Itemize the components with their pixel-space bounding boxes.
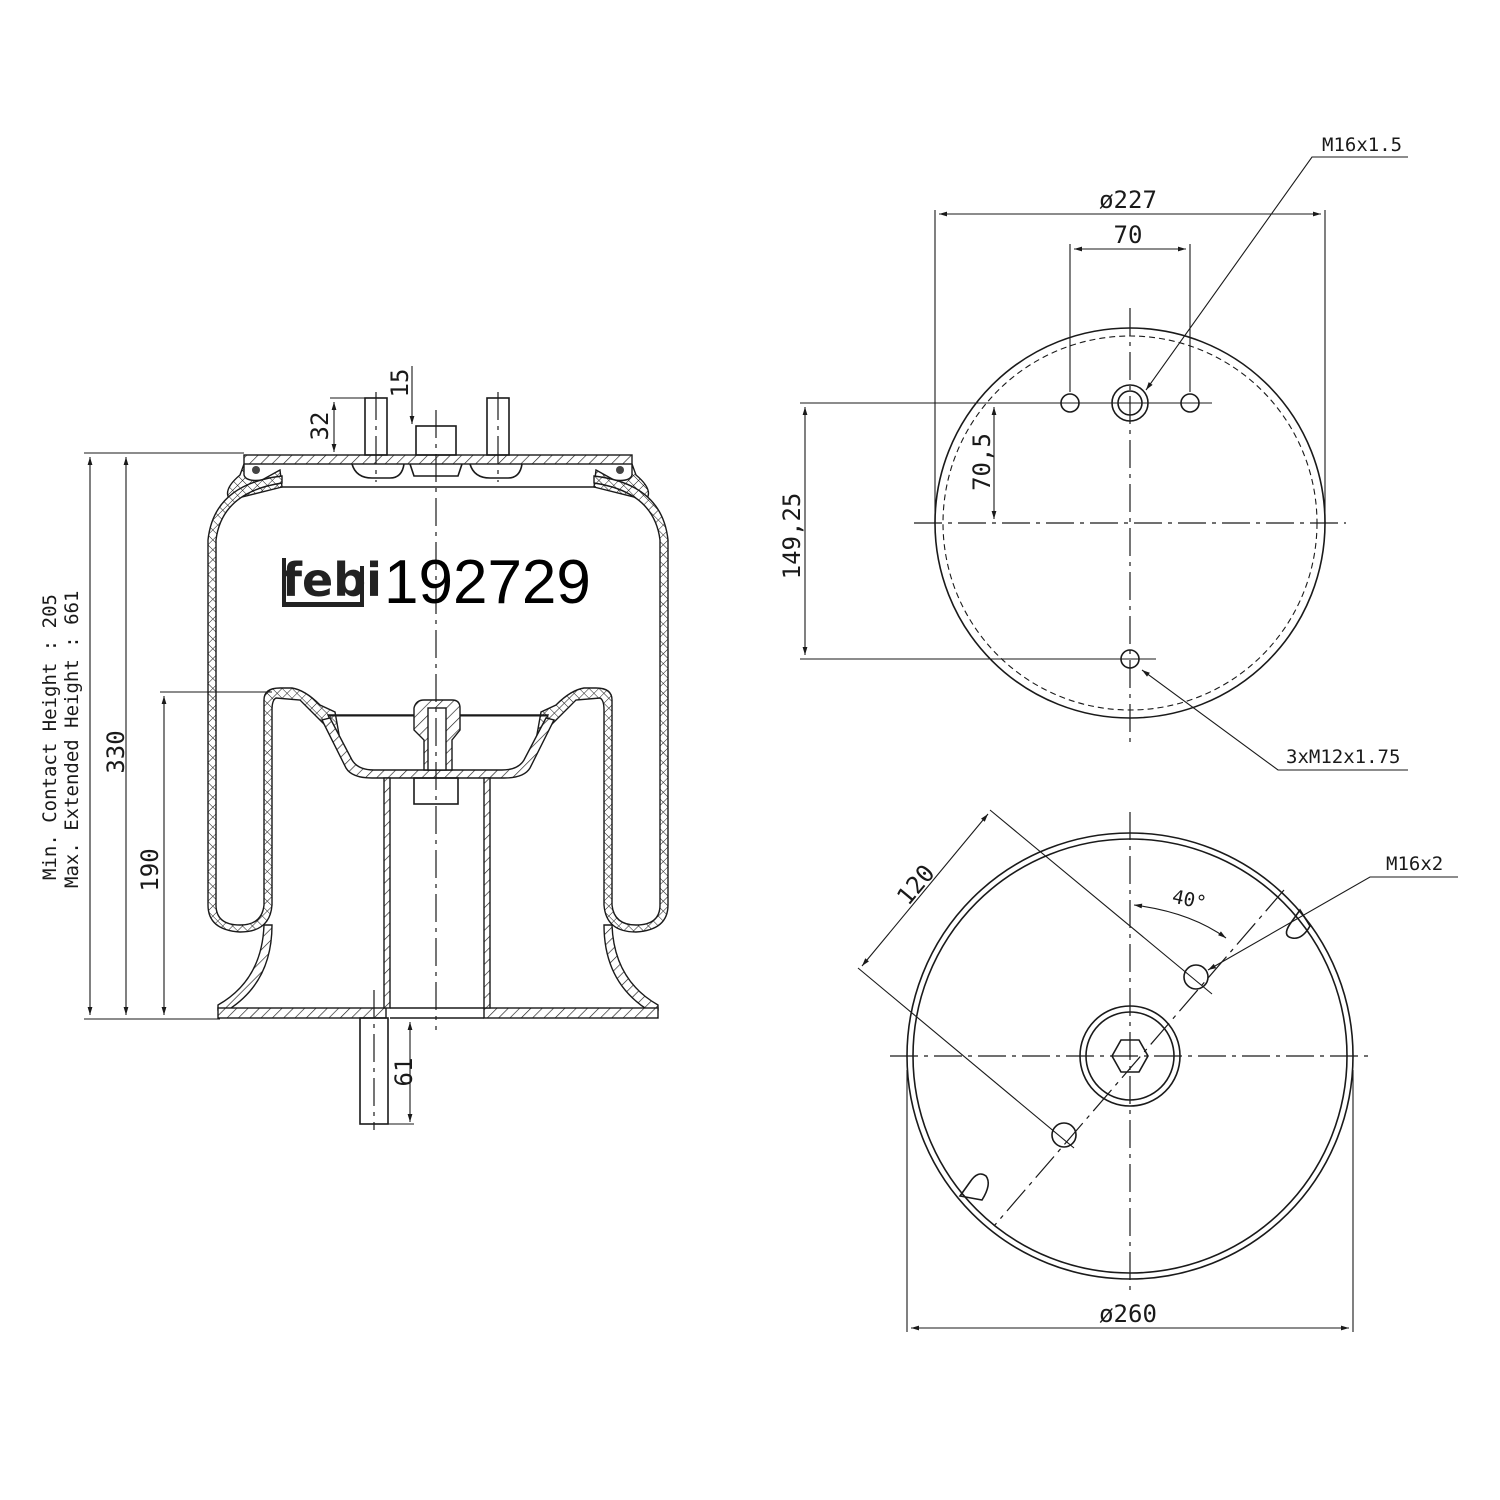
base-plate-left — [217, 1007, 387, 1019]
center-boss-inner — [1085, 1011, 1175, 1101]
dim-angle: 40° — [1170, 886, 1208, 915]
slot-upper — [1285, 908, 1311, 940]
bellows-right — [534, 475, 669, 933]
mount-hole-right — [1180, 393, 1200, 413]
callout-bottom-hole-thread: M16x2 — [1386, 853, 1443, 875]
center-thread-outer — [1111, 384, 1149, 422]
dim-hole-spacing: 120 — [891, 859, 940, 910]
brand-label: febi 192729 — [282, 548, 591, 617]
dim-offset-bottom-hole: 149,25 — [778, 493, 806, 580]
mount-hole-left — [1060, 393, 1080, 413]
febi-logo: febi — [282, 553, 382, 607]
center-hex-nut — [1111, 1039, 1149, 1073]
dim-piston-height: 190 — [136, 848, 164, 891]
dim-offset-center: 70,5 — [968, 433, 996, 491]
center-thread-inner — [1117, 390, 1143, 416]
top-plan-view — [914, 308, 1346, 748]
dim-air-fitting-offset: 15 — [386, 369, 414, 398]
bottom-view-dimensions: ø260 120 40° M16x2 — [857, 809, 1458, 1332]
bottom-thread-hole-lower — [1051, 1122, 1077, 1148]
bellows-left — [207, 475, 342, 933]
callout-center-thread: M16x1.5 — [1322, 134, 1402, 156]
bottom-plan-view — [890, 812, 1370, 1290]
dim-top-diameter: ø227 — [1099, 186, 1157, 214]
bottom-thread-hole-upper — [1183, 964, 1209, 990]
top-view-dimensions: ø227 70 149,25 70,5 M16x1.5 3xM12x1.75 — [778, 134, 1408, 771]
dim-stud-spacing: 70 — [1114, 221, 1143, 249]
dim-bottom-stud-length: 61 — [390, 1058, 418, 1087]
slot-lower — [958, 1173, 990, 1201]
callout-hole-thread: 3xM12x1.75 — [1286, 746, 1400, 768]
center-boss-outer — [1079, 1005, 1181, 1107]
part-number: 192729 — [384, 548, 591, 617]
top-plate — [243, 454, 633, 465]
dim-bottom-diameter: ø260 — [1099, 1300, 1157, 1328]
base-plate-right — [483, 1007, 659, 1019]
side-dimensions: 330 190 32 15 61 Min. Contact Height : 2… — [39, 366, 418, 1125]
dim-overall-height: 330 — [102, 730, 130, 773]
side-section-view — [207, 392, 669, 1130]
note-max-extended-height: Max. Extended Height : 661 — [61, 591, 83, 888]
note-min-contact-height: Min. Contact Height : 205 — [39, 594, 61, 880]
dim-stud-length: 32 — [306, 412, 334, 441]
